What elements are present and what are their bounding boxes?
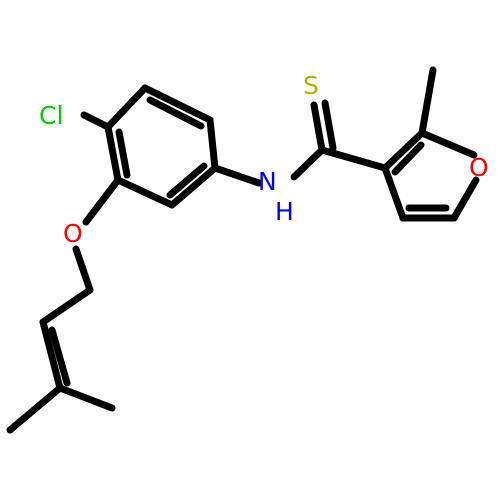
benzene-ring	[104, 84, 219, 209]
bond-f3-f2-inner	[391, 141, 425, 176]
bond-n-cs	[290, 146, 326, 181]
bond-cs-s-double-b	[321, 99, 337, 152]
bond-c-methyl-b	[56, 384, 116, 412]
bond-cs-furan	[318, 146, 389, 172]
bond-o-f5	[450, 176, 480, 222]
atom-chlorine: Cl	[39, 101, 63, 130]
bond-c6-cl	[80, 111, 112, 131]
atom-nitrogen: N	[258, 167, 277, 196]
atom-hydrogen: H	[275, 197, 294, 226]
bond-o-ch2	[72, 245, 94, 294]
atom-ether-oxygen: O	[63, 219, 83, 248]
furan-ring	[381, 129, 480, 222]
bond-c-methyl-a	[6, 384, 64, 434]
bond-c1-c2	[141, 84, 214, 124]
bond-c5-c6-inner	[115, 128, 131, 179]
bond-c3-n	[211, 164, 263, 187]
bond-ch-c-double-inner	[48, 326, 71, 387]
bond-c3-c4	[168, 164, 219, 209]
bond-f3-f2	[381, 129, 426, 172]
bond-c5-c6	[104, 123, 122, 184]
bond-f2-o	[418, 129, 478, 159]
atom-furan-oxygen: O	[469, 153, 489, 182]
atom-sulfur: S	[303, 71, 319, 100]
bond-cs-s-double-a	[310, 101, 326, 154]
bond-c5-o	[82, 176, 122, 226]
bond-c1-c2-inner	[146, 96, 205, 130]
bond-c6-c1	[104, 84, 149, 131]
bond-f4-f3	[381, 164, 407, 222]
bond-c4-c5	[114, 176, 176, 209]
bond-c2-c3	[206, 116, 219, 172]
bond-c3-c4-inner	[166, 162, 208, 199]
bond-f2-methyl	[418, 66, 437, 137]
bond-ch-c-double	[39, 318, 64, 392]
bond-ch2-ch	[39, 286, 94, 326]
